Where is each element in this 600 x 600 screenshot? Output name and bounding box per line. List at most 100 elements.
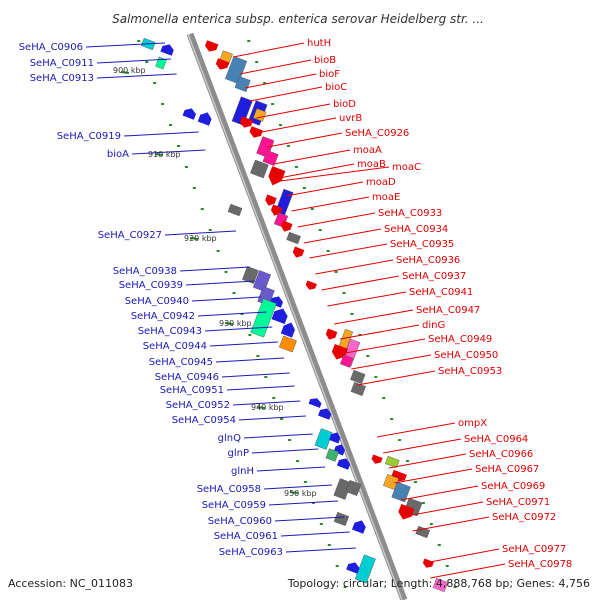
- gene-label-left[interactable]: SeHA_C0913: [30, 73, 94, 84]
- gene-label-right[interactable]: SeHA_C0937: [402, 271, 466, 282]
- gene-block: [278, 335, 297, 353]
- scale-dot: [169, 124, 173, 126]
- scale-dot: [294, 166, 298, 168]
- gene-label-right[interactable]: SeHA_C0934: [384, 224, 448, 235]
- gene-label-left[interactable]: SeHA_C0961: [214, 531, 278, 542]
- scale-dot: [288, 439, 292, 441]
- gene-label-left[interactable]: SeHA_C0911: [30, 58, 94, 69]
- leader-line: [339, 324, 420, 340]
- gene-label-left[interactable]: SeHA_C0939: [119, 280, 183, 291]
- scale-dot: [406, 460, 410, 462]
- gene-label-left[interactable]: glnP: [228, 448, 250, 459]
- gene-glyph: [262, 150, 279, 166]
- gene-label-right[interactable]: moaB: [357, 159, 386, 170]
- scale-dot: [319, 523, 323, 525]
- gene-label-left[interactable]: SeHA_C0919: [57, 131, 121, 142]
- gene-label-right[interactable]: SeHA_C0969: [481, 481, 545, 492]
- gene-label-right[interactable]: SeHA_C0966: [469, 449, 533, 460]
- gene-label-right[interactable]: SeHA_C0941: [409, 287, 473, 298]
- scale-dot: [272, 397, 276, 399]
- gene-glyph: [314, 428, 333, 450]
- gene-label-right[interactable]: SeHA_C0964: [464, 434, 528, 445]
- leader-line: [221, 372, 290, 378]
- gene-label-right[interactable]: dinG: [422, 320, 445, 331]
- scale-dot: [311, 502, 315, 504]
- scale-dot: [342, 292, 346, 294]
- gene-label-left[interactable]: SeHA_C0906: [19, 42, 83, 53]
- gene-label-left[interactable]: glnH: [231, 466, 254, 477]
- scale-dot: [437, 544, 441, 546]
- gene-arrow: [351, 520, 366, 534]
- gene-label-right[interactable]: uvrB: [339, 113, 362, 124]
- gene-label-left[interactable]: SeHA_C0938: [113, 266, 177, 277]
- gene-arrow: [292, 246, 305, 258]
- gene-label-right[interactable]: bioB: [314, 55, 336, 66]
- leader-line: [131, 149, 206, 155]
- gene-label-right[interactable]: SeHA_C0972: [492, 512, 556, 523]
- gene-label-right[interactable]: SeHA_C0978: [508, 559, 572, 570]
- scale-tick: [189, 237, 199, 240]
- gene-label-left[interactable]: SeHA_C0943: [138, 326, 202, 337]
- gene-label-right[interactable]: ompX: [458, 418, 487, 429]
- gene-label-left[interactable]: glnQ: [218, 433, 241, 444]
- leader-line: [279, 163, 355, 179]
- gene-label-right[interactable]: SeHA_C0933: [378, 208, 442, 219]
- gene-label-right[interactable]: SeHA_C0926: [345, 128, 409, 139]
- scale-dot: [240, 313, 244, 315]
- gene-label-left[interactable]: SeHA_C0952: [166, 400, 230, 411]
- gene-label-right[interactable]: bioD: [333, 99, 356, 110]
- gene-label-right[interactable]: SeHA_C0953: [438, 366, 502, 377]
- gene-label-right[interactable]: SeHA_C0935: [390, 239, 454, 250]
- leader-line: [215, 357, 285, 363]
- gene-glyph: [354, 554, 376, 584]
- gene-label-left[interactable]: SeHA_C0954: [172, 415, 236, 426]
- scale-dot: [303, 481, 307, 483]
- gene-label-right[interactable]: SeHA_C0950: [434, 350, 498, 361]
- gene-arrow: [197, 112, 212, 126]
- leader-line: [303, 228, 382, 244]
- gene-label-left[interactable]: SeHA_C0951: [160, 385, 224, 396]
- gene-label-left[interactable]: SeHA_C0960: [208, 516, 272, 527]
- gene-arrow: [215, 58, 230, 70]
- scale-dot: [247, 40, 251, 42]
- scale-dot: [318, 229, 322, 231]
- scale-dot: [445, 565, 449, 567]
- gene-label-left[interactable]: SeHA_C0942: [131, 311, 195, 322]
- gene-label-left[interactable]: SeHA_C0946: [155, 372, 219, 383]
- leader-line: [251, 448, 319, 454]
- scale-dot: [184, 166, 188, 168]
- gene-label-right[interactable]: SeHA_C0936: [396, 255, 460, 266]
- gene-label-right[interactable]: moaA: [353, 145, 382, 156]
- scale-dot: [398, 439, 402, 441]
- gene-label-right[interactable]: SeHA_C0947: [416, 305, 480, 316]
- gene-glyph: [371, 454, 383, 464]
- gene-label-right[interactable]: SeHA_C0967: [475, 464, 539, 475]
- gene-label-right[interactable]: SeHA_C0977: [502, 544, 566, 555]
- gene-label-left[interactable]: SeHA_C0963: [219, 547, 283, 558]
- gene-label-right[interactable]: SeHA_C0971: [486, 497, 550, 508]
- gene-label-left[interactable]: SeHA_C0944: [143, 341, 207, 352]
- gene-label-right[interactable]: hutH: [307, 38, 331, 49]
- leader-line: [185, 280, 255, 286]
- leader-line: [85, 42, 165, 48]
- gene-block: [314, 428, 333, 450]
- gene-label-left[interactable]: SeHA_C0945: [149, 357, 213, 368]
- leader-line: [412, 516, 490, 532]
- gene-label-left[interactable]: bioA: [107, 149, 129, 160]
- gene-label-left[interactable]: SeHA_C0959: [202, 500, 266, 511]
- scale-dot: [350, 313, 354, 315]
- gene-label-left[interactable]: SeHA_C0958: [197, 484, 261, 495]
- gene-label-right[interactable]: bioF: [319, 69, 340, 80]
- gene-label-right[interactable]: bioC: [325, 82, 347, 93]
- scale-dot: [264, 376, 268, 378]
- scale-dot: [248, 334, 252, 336]
- gene-label-right[interactable]: moaD: [366, 177, 396, 188]
- leader-line: [261, 117, 337, 133]
- gene-label-right[interactable]: moaE: [372, 192, 400, 203]
- gene-label-left[interactable]: SeHA_C0927: [98, 230, 162, 241]
- gene-glyph: [305, 280, 317, 290]
- gene-label-left[interactable]: SeHA_C0940: [125, 296, 189, 307]
- gene-label-right[interactable]: SeHA_C0949: [428, 334, 492, 345]
- gene-label-right[interactable]: moaC: [392, 162, 421, 173]
- leader-line: [285, 181, 364, 197]
